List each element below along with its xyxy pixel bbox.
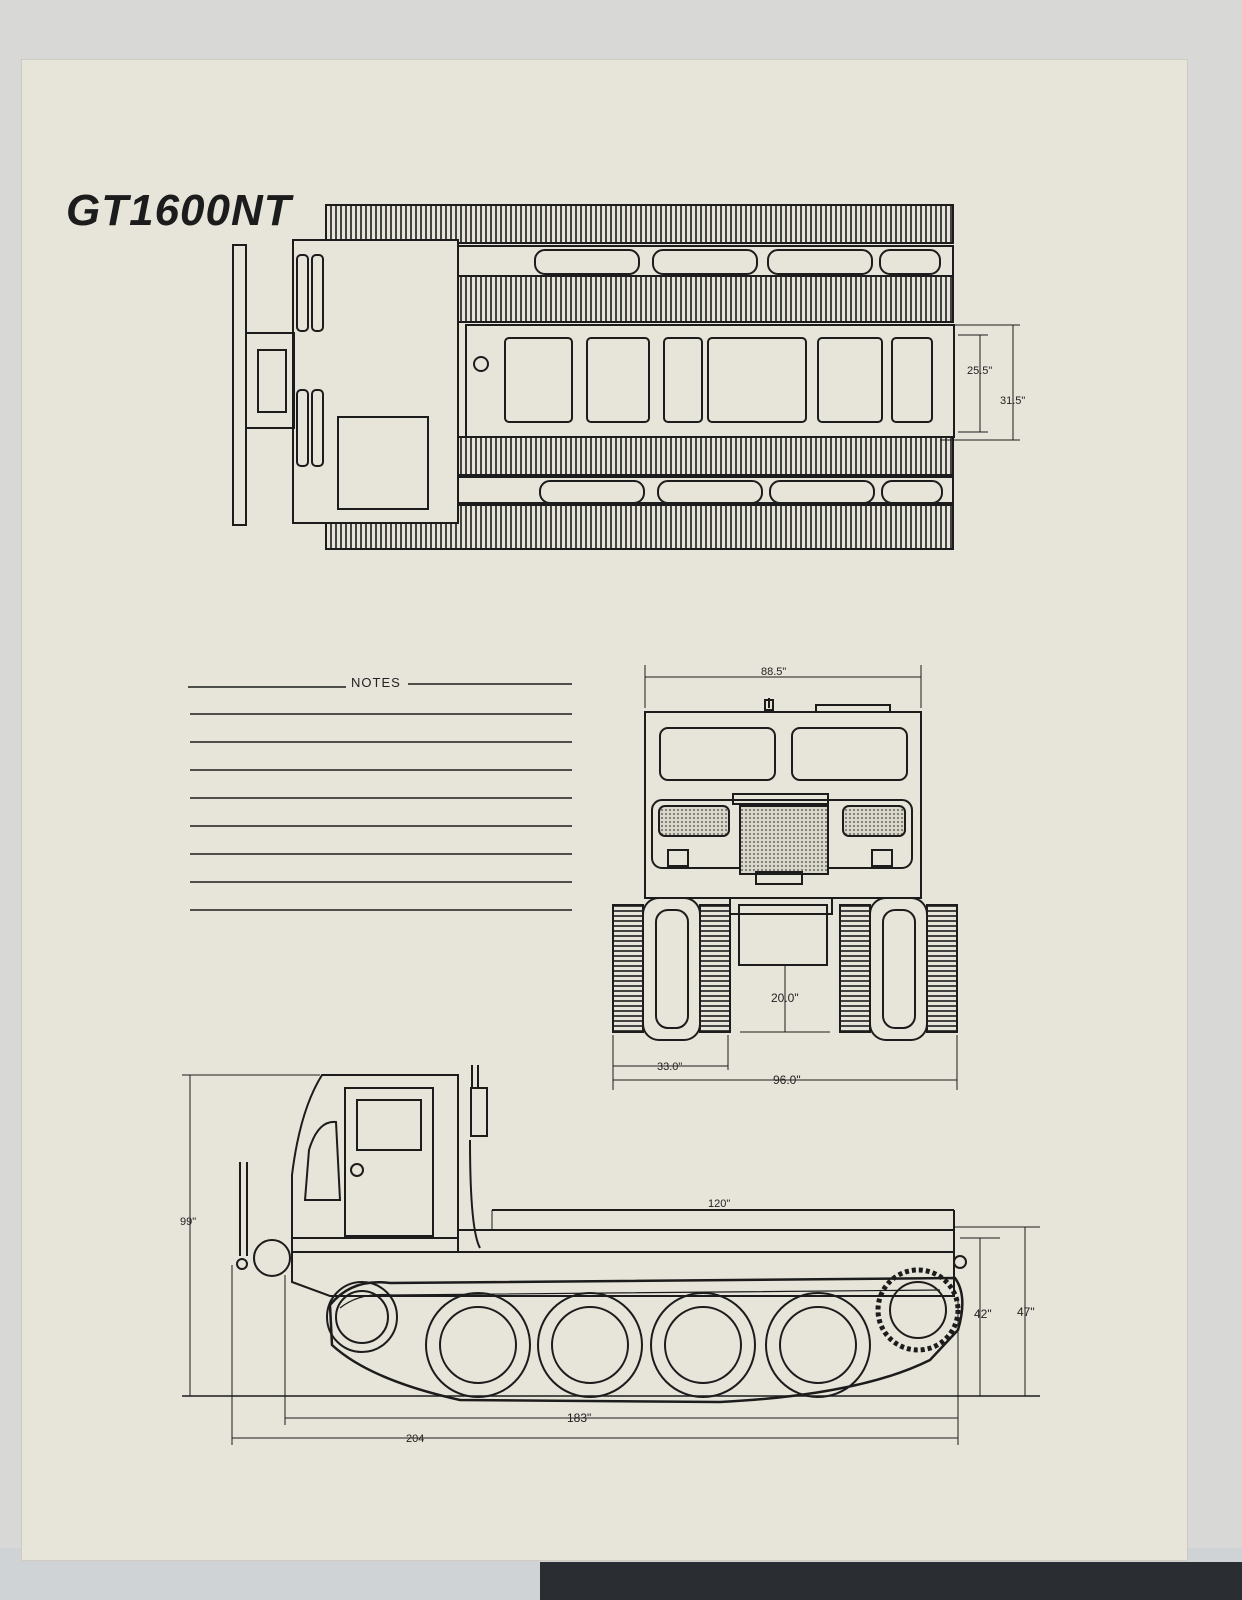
dim-front-ground-clearance: 20.0"	[771, 991, 799, 1005]
side-view	[182, 1065, 1040, 1445]
dim-side-overall-length: 204	[406, 1433, 424, 1445]
top-track-upper	[325, 204, 954, 244]
front-view	[612, 665, 958, 1090]
page-title: GT1600NT	[66, 186, 292, 235]
dim-front-overall-width: 88.5"	[761, 666, 786, 678]
dim-front-total-width: 96.0"	[773, 1073, 801, 1087]
dim-side-deck-length: 120"	[708, 1198, 730, 1210]
dim-side-overall-deck-height: 47"	[1017, 1305, 1035, 1319]
dim-front-track-width: 33.0"	[657, 1061, 682, 1073]
dim-top-outer-width: 31.5"	[1000, 395, 1025, 407]
dim-side-wheelbase: 183"	[567, 1411, 591, 1425]
dim-side-height: 99"	[180, 1216, 196, 1228]
dim-side-deck-height: 42"	[974, 1307, 992, 1321]
background-object	[540, 1562, 1242, 1600]
dim-top-inner-width: 25.5"	[967, 365, 992, 377]
notes-label: NOTES	[351, 675, 401, 690]
top-view	[232, 204, 1020, 550]
notes-lines	[188, 683, 572, 911]
